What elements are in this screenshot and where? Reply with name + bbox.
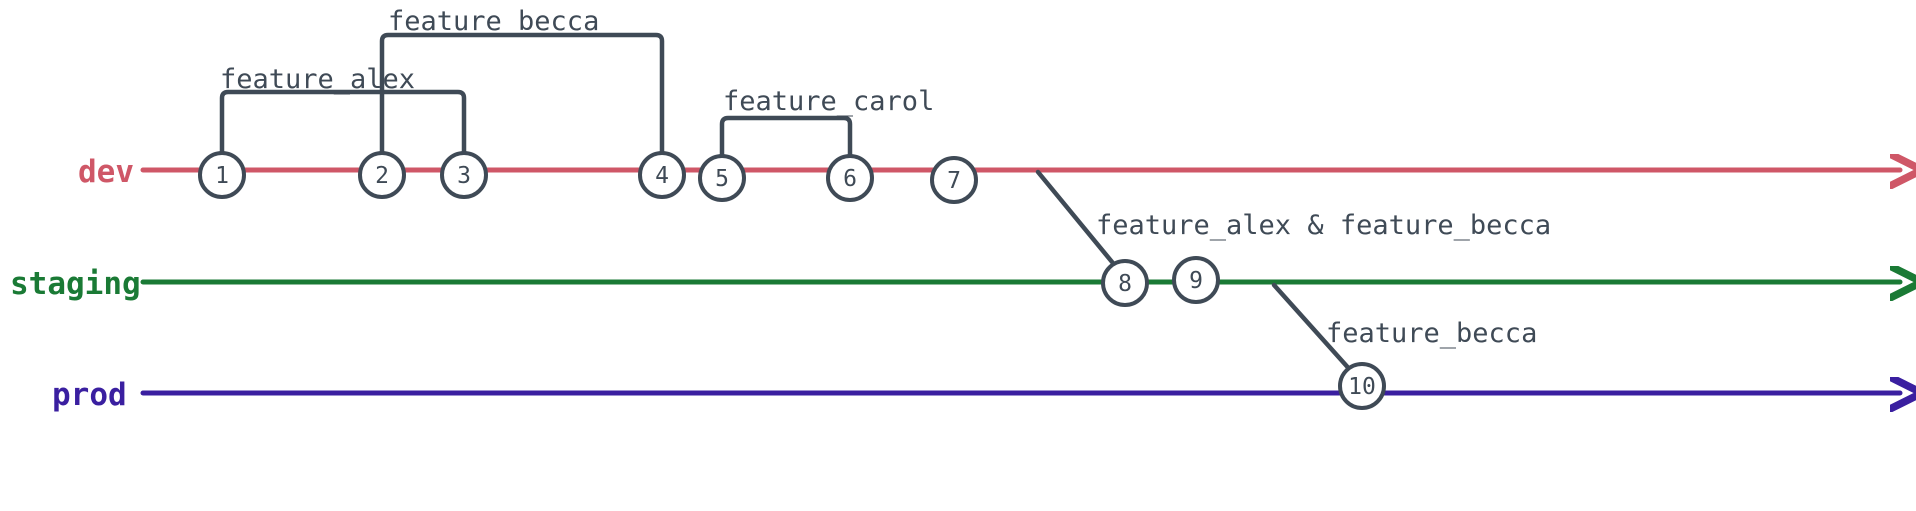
commit-circle-7[interactable] [930,156,978,204]
merge-line-merge_staging_to_prod [1271,282,1355,375]
feature-label-feature_carol: feature_carol [723,86,934,117]
commit-number-9: 9 [1189,268,1203,294]
commit-node-1[interactable]: 1 [198,151,246,199]
commit-circle-2[interactable] [358,151,406,199]
branch-label-prod: prod [52,377,127,413]
commit-node-9[interactable]: 9 [1172,256,1220,304]
feature-brackets-group [219,32,853,167]
branch-label-staging: staging [10,266,141,302]
branch-label-dev: dev [78,154,134,190]
commit-number-6: 6 [843,166,857,192]
branch-lines-group [140,170,1900,393]
commit-number-5: 5 [715,166,729,192]
merge-label-merge_staging_to_prod: feature_becca [1326,318,1537,349]
merge-line-merge_dev_to_staging [1035,169,1120,271]
feature-bracket-feature_alex [219,89,467,163]
commit-number-8: 8 [1118,271,1132,297]
commit-number-3: 3 [457,163,471,189]
feature-text-labels-group: feature_alex feature_becca feature_carol [220,6,934,117]
merge-text-labels-group: feature_alex & feature_becca feature_becc… [1096,210,1551,349]
merge-label-merge_dev_to_staging: feature_alex & feature_becca [1096,210,1551,241]
commit-number-10: 10 [1348,374,1376,400]
commit-circle-10[interactable] [1338,362,1386,410]
commit-circle-3[interactable] [440,151,488,199]
commit-node-4[interactable]: 4 [638,151,686,199]
commit-node-3[interactable]: 3 [440,151,488,199]
commit-node-8[interactable]: 8 [1101,259,1149,307]
commit-node-7[interactable]: 7 [930,156,978,204]
commit-number-7: 7 [947,168,961,194]
commit-circle-4[interactable] [638,151,686,199]
commit-circle-8[interactable] [1101,259,1149,307]
commit-number-2: 2 [375,163,389,189]
feature-bracket-feature_carol [719,115,853,167]
commit-number-4: 4 [655,163,669,189]
commit-node-6[interactable]: 6 [826,154,874,202]
commit-node-10[interactable]: 10 [1338,362,1386,410]
commit-node-5[interactable]: 5 [698,154,746,202]
commit-nodes-group: 1 2 3 4 5 6 7 8 9 10 [198,151,1386,410]
commit-circle-9[interactable] [1172,256,1220,304]
commit-circle-1[interactable] [198,151,246,199]
commit-circle-6[interactable] [826,154,874,202]
commit-circle-5[interactable] [698,154,746,202]
branch-name-labels-group: dev staging prod [10,154,141,413]
feature-bracket-feature_becca [379,32,665,163]
commit-node-2[interactable]: 2 [358,151,406,199]
merge-lines-group [1035,169,1355,375]
feature-label-feature_becca: feature_becca [388,6,599,37]
feature-label-feature_alex: feature_alex [220,64,415,95]
commit-number-1: 1 [215,163,229,189]
